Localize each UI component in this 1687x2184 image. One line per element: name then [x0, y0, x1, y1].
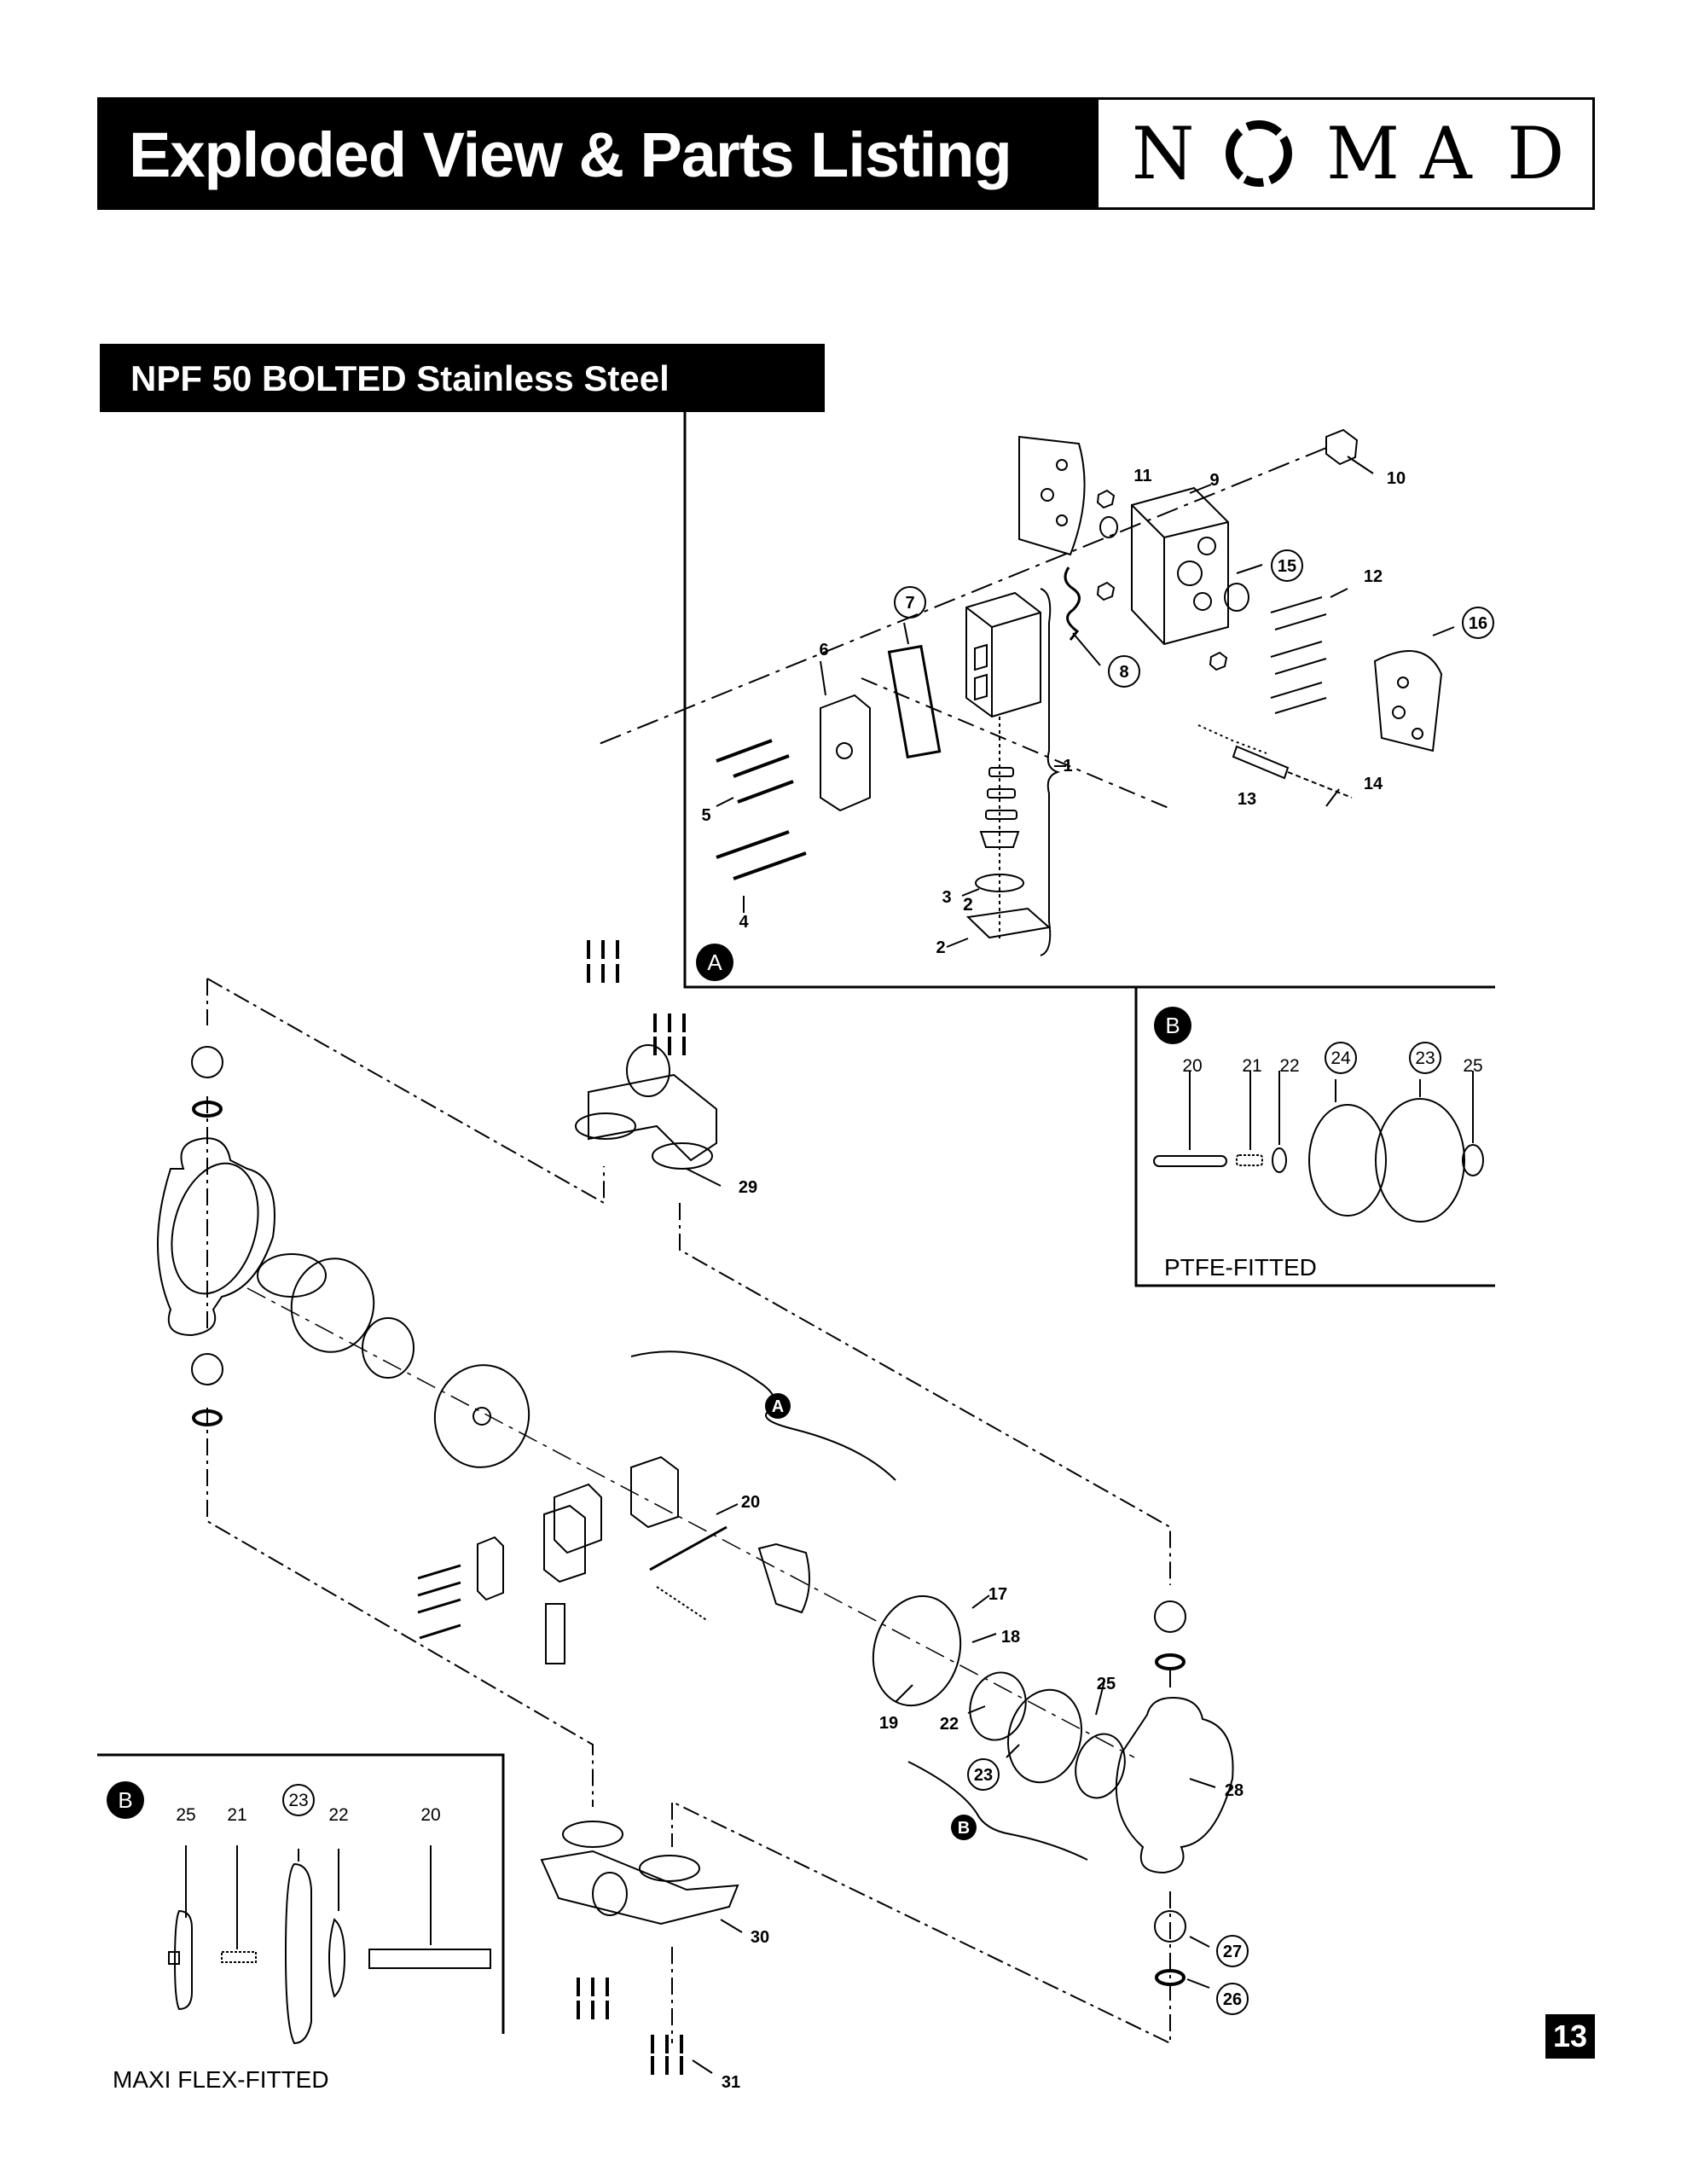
page-header: Exploded View & Parts Listing N O M A D [97, 97, 1595, 210]
gasket-plate-right [1373, 650, 1443, 752]
ptfe-callout-22: 22 [1279, 1056, 1299, 1076]
cap-6 [820, 694, 871, 812]
logo-letter-m: M [1326, 112, 1400, 195]
callout-29: 29 [739, 1178, 757, 1197]
callout-3: 3 [942, 888, 951, 907]
detail-a-badge-label: A [707, 950, 722, 975]
section-title-bar: NPF 50 BOLTED Stainless Steel [100, 344, 825, 412]
main-badge-b-label: B [958, 1819, 970, 1838]
callout-1: 1 [1063, 757, 1072, 775]
ptfe-callout-20: 20 [1182, 1056, 1202, 1076]
detail-b-ptfe-badge-label: B [1165, 1013, 1180, 1038]
clip-8 [1064, 566, 1081, 641]
detail-b-maxi-frame [97, 1753, 505, 2034]
plug-10 [1325, 428, 1359, 466]
gasket-plate-left [1018, 435, 1086, 556]
logo-globe-icon [1226, 120, 1292, 187]
main-badge-a [765, 1393, 791, 1419]
bottom-manifold [540, 1850, 739, 1926]
page-title: Exploded View & Parts Listing [129, 119, 1012, 190]
maxi-callout-20: 20 [420, 1805, 440, 1825]
callout-12: 12 [1364, 567, 1383, 586]
callout-17: 17 [988, 1585, 1007, 1604]
main-badge-a-label: A [772, 1397, 784, 1416]
maxi-callout-23: 23 [288, 1791, 308, 1810]
page-number: 13 [1545, 2014, 1595, 2059]
ptfe-callout-23: 23 [1415, 1048, 1435, 1068]
logo-letter-d: D [1507, 112, 1565, 195]
maxi-callout-25: 25 [176, 1805, 195, 1825]
callout-8: 8 [1119, 663, 1128, 682]
header-title-box: Exploded View & Parts Listing [100, 100, 1099, 207]
callout-27: 27 [1223, 1943, 1242, 1961]
detail-a-frame [683, 412, 1495, 989]
detail-a-badge [696, 944, 733, 981]
detail-b-ptfe-frame [1134, 987, 1495, 1287]
ptfe-callout-25: 25 [1463, 1056, 1482, 1076]
callout-19: 19 [879, 1714, 898, 1733]
maxi-callout-22: 22 [328, 1805, 348, 1825]
callout-23: 23 [974, 1766, 993, 1785]
header-divider [1099, 100, 1116, 207]
callout-14: 14 [1364, 775, 1383, 793]
callout-6: 6 [819, 641, 828, 659]
callout-7: 7 [905, 594, 914, 613]
ptfe-fitted-caption: PTFE-FITTED [1164, 1254, 1317, 1281]
base-plate-2 [965, 907, 1052, 939]
section-title: NPF 50 BOLTED Stainless Steel [130, 358, 670, 398]
detail-b-maxi-badge [107, 1781, 144, 1819]
callout-18: 18 [1001, 1628, 1020, 1647]
nomad-logo: N O M A D [1132, 107, 1584, 200]
ptfe-callout-21: 21 [1242, 1056, 1261, 1076]
callout-15: 15 [1278, 557, 1296, 576]
callout-9: 9 [1209, 471, 1219, 490]
callout-11: 11 [1133, 467, 1151, 485]
callout-16: 16 [1469, 614, 1487, 633]
callout-30: 30 [751, 1928, 769, 1947]
maxi-callout-21: 21 [227, 1805, 246, 1825]
callout-25: 25 [1097, 1675, 1116, 1693]
left-chamber [157, 1137, 275, 1337]
callout-5: 5 [701, 806, 710, 825]
gasket-7 [887, 644, 942, 759]
valve-body [965, 591, 1041, 718]
callout-2: 2 [936, 938, 945, 957]
callout-13: 13 [1238, 790, 1256, 809]
detail-b-maxi-badge-label: B [118, 1787, 132, 1813]
logo-letter-a: A [1420, 112, 1472, 195]
right-chamber [1115, 1696, 1234, 1874]
callout-26: 26 [1223, 1990, 1242, 2009]
callout-22: 22 [940, 1715, 959, 1734]
callout-4: 4 [739, 913, 749, 932]
callout-2b: 2 [963, 895, 973, 915]
maxi-flex-fitted-caption: MAXI FLEX-FITTED [113, 2066, 329, 2093]
detail-b-ptfe-badge [1154, 1007, 1191, 1044]
ptfe-callout-24: 24 [1330, 1048, 1351, 1068]
center-block-9 [1131, 486, 1229, 646]
callout-31: 31 [722, 2073, 740, 2092]
callout-28: 28 [1225, 1781, 1244, 1800]
logo-letter-n: N [1132, 112, 1195, 195]
main-badge-b [951, 1815, 977, 1840]
callout-20: 20 [741, 1493, 760, 1512]
callout-10: 10 [1387, 469, 1406, 488]
top-manifold [588, 1073, 717, 1162]
